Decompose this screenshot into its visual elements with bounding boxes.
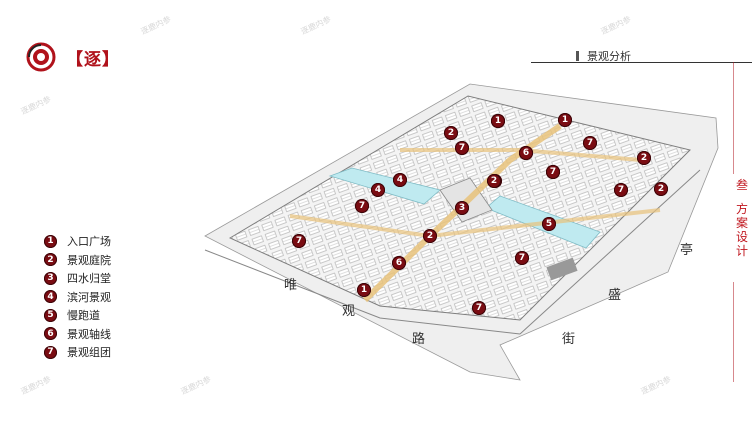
- legend-label: 景观轴线: [67, 327, 111, 341]
- road-label-char: 路: [412, 332, 426, 347]
- road-label-char: 唯: [284, 278, 298, 293]
- plan-marker-icon: 2: [654, 182, 668, 196]
- legend-item: 6 景观轴线: [44, 325, 111, 344]
- plan-marker-icon: 7: [546, 165, 560, 179]
- header-divider: [531, 62, 752, 63]
- plan-marker-icon: 2: [637, 151, 651, 165]
- legend-label: 滨河景观: [67, 290, 111, 304]
- legend-label: 四水归堂: [67, 272, 111, 286]
- side-chapter-label: 叁 方 案 设 计: [733, 178, 751, 258]
- legend-label: 景观组团: [67, 346, 111, 360]
- plan-marker-icon: 7: [515, 251, 529, 265]
- plan-marker-icon: 2: [423, 229, 437, 243]
- legend-label: 景观庭院: [67, 253, 111, 267]
- legend-item: 4 滨河景观: [44, 288, 111, 307]
- plan-marker-icon: 1: [558, 113, 572, 127]
- marker-icon: 2: [44, 253, 57, 267]
- marker-icon: 1: [44, 234, 57, 248]
- marker-icon: 6: [44, 327, 57, 341]
- road-label-char: 亭: [680, 243, 694, 258]
- marker-icon: 5: [44, 308, 57, 322]
- plan-marker-icon: 7: [292, 234, 306, 248]
- south-plaza: [546, 257, 578, 281]
- marker-icon: 7: [44, 345, 57, 359]
- legend-label: 入口广场: [67, 235, 111, 249]
- side-chapter-number: 叁: [735, 178, 748, 192]
- section-bar-icon: [576, 51, 579, 61]
- plan-marker-icon: 5: [542, 217, 556, 231]
- south-road-edge: [204, 249, 521, 335]
- road-label-char: 观: [342, 304, 356, 319]
- plan-marker-icon: 2: [444, 126, 458, 140]
- legend-item: 3 四水归堂: [44, 269, 111, 288]
- legend-item: 7 景观组团: [44, 343, 111, 362]
- plan-marker-icon: 2: [487, 174, 501, 188]
- road-label-char: 盛: [608, 288, 622, 303]
- section-title-text: 景观分析: [587, 50, 631, 63]
- plan-marker-icon: 6: [392, 256, 406, 270]
- side-chapter-char: 计: [735, 244, 748, 258]
- marker-icon: 3: [44, 271, 57, 285]
- plan-marker-icon: 7: [583, 136, 597, 150]
- plan-marker-icon: 3: [455, 201, 469, 215]
- brand-title: 【逐】: [66, 50, 120, 70]
- legend-item: 2 景观庭院: [44, 251, 111, 270]
- plan-marker-icon: 4: [371, 183, 385, 197]
- section-title: 景观分析: [576, 48, 631, 64]
- road-label-char: 街: [562, 332, 576, 347]
- plan-marker-icon: 7: [455, 141, 469, 155]
- legend: 1 入口广场 2 景观庭院 3 四水归堂 4 滨河景观 5 慢跑道 6 景观轴线…: [44, 232, 111, 362]
- side-chapter-char: 方: [735, 202, 748, 216]
- plan-marker-icon: 1: [357, 283, 371, 297]
- plan-marker-icon: 7: [614, 183, 628, 197]
- plan-marker-icon: 6: [519, 146, 533, 160]
- side-chapter-char: 设: [735, 230, 748, 244]
- east-road-edge: [519, 169, 701, 335]
- plan-marker-icon: 1: [491, 114, 505, 128]
- side-divider-top: [733, 62, 734, 174]
- side-chapter-char: 案: [735, 216, 748, 230]
- marker-icon: 4: [44, 290, 57, 304]
- legend-label: 慢跑道: [67, 309, 100, 323]
- legend-item: 5 慢跑道: [44, 306, 111, 325]
- plan-marker-icon: 7: [472, 301, 486, 315]
- side-divider-bottom: [733, 282, 734, 382]
- company-logo-icon: [26, 42, 56, 72]
- plan-marker-icon: 7: [355, 199, 369, 213]
- plan-marker-icon: 4: [393, 173, 407, 187]
- legend-item: 1 入口广场: [44, 232, 111, 251]
